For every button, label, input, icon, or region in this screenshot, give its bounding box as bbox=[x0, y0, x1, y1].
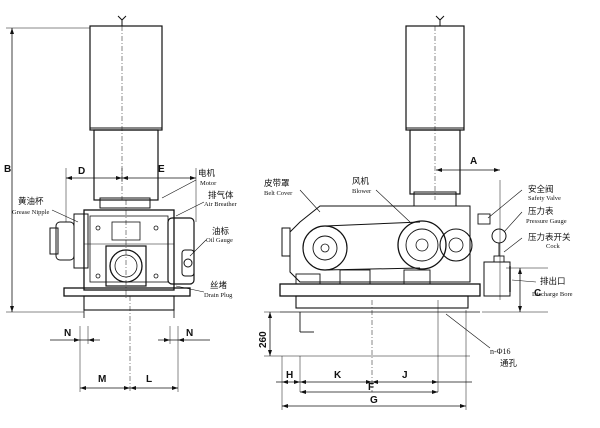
dim-label-b: B bbox=[4, 164, 11, 175]
dim-label-n-right: N bbox=[186, 328, 193, 339]
dimension-m-l: M L bbox=[80, 374, 178, 390]
label-breather-en: Air Breather bbox=[204, 201, 238, 208]
dim-label-j: J bbox=[402, 370, 408, 381]
dimension-n: N N bbox=[50, 326, 210, 392]
side-view: A C 260 H K J bbox=[258, 15, 573, 410]
dim-label-d: D bbox=[78, 166, 85, 177]
label-motor-en: Motor bbox=[200, 180, 217, 187]
dimension-a: A bbox=[436, 156, 500, 172]
label-blower-cn: 风机 bbox=[352, 176, 370, 187]
side-motor bbox=[405, 15, 465, 207]
label-safety-cn: 安全阀 bbox=[528, 184, 554, 195]
label-grease-en: Grease Nipple bbox=[12, 209, 49, 216]
dim-label-n-left: N bbox=[64, 328, 71, 339]
front-base bbox=[63, 287, 191, 392]
side-callouts: 皮带罩 Belt Cover 风机 Blower 安全阀 Safety Valv… bbox=[264, 176, 573, 369]
blower-front bbox=[49, 200, 195, 300]
dim-label-h: H bbox=[286, 370, 293, 381]
label-oilgauge-cn: 油标 bbox=[212, 226, 230, 237]
dimension-b: B bbox=[4, 27, 90, 313]
label-discharge-en: Discharge Bore bbox=[532, 291, 573, 298]
safety-valve-assembly bbox=[477, 180, 511, 300]
front-view: B D E N N M L bbox=[4, 15, 238, 392]
belt-drive bbox=[281, 205, 473, 283]
label-grease-cn: 黄油杯 bbox=[18, 196, 44, 207]
dim-label-k: K bbox=[334, 370, 342, 381]
label-cock-en: Cock bbox=[546, 243, 560, 250]
label-breather-cn: 排气体 bbox=[208, 190, 234, 201]
label-safety-en: Safety Valve bbox=[528, 195, 561, 202]
label-holes-line1: n-Φ16 bbox=[490, 347, 511, 356]
label-pgauge-en: Pressure Gauge bbox=[526, 218, 567, 225]
dimension-c: C bbox=[482, 267, 548, 313]
label-beltcover-cn: 皮带罩 bbox=[264, 178, 290, 189]
dim-label-a: A bbox=[470, 156, 477, 167]
dim-label-m: M bbox=[98, 374, 106, 385]
label-cock-cn: 压力表开关 bbox=[528, 232, 571, 243]
side-base bbox=[279, 269, 481, 333]
label-beltcover-en: Belt Cover bbox=[264, 190, 293, 197]
label-motor-cn: 电机 bbox=[198, 168, 216, 179]
dim-label-c: C bbox=[534, 288, 541, 299]
dimension-260: 260 bbox=[258, 311, 470, 357]
label-holes-line2: 通孔 bbox=[500, 358, 518, 369]
label-drain-cn: 丝堵 bbox=[210, 280, 228, 291]
dimensions-bottom: H K J F G bbox=[276, 300, 472, 410]
label-drain-en: Drain Plug bbox=[204, 292, 233, 299]
front-callouts: 黄油杯 Grease Nipple 电机 Motor 排气体 Air Breat… bbox=[12, 168, 238, 299]
label-discharge-cn: 排出口 bbox=[540, 276, 566, 287]
dim-label-260: 260 bbox=[258, 331, 269, 348]
dim-label-l: L bbox=[146, 374, 152, 385]
label-pgauge-cn: 压力表 bbox=[528, 206, 554, 217]
dim-label-g: G bbox=[370, 395, 378, 406]
dim-label-e: E bbox=[158, 164, 165, 175]
dimension-d-e: D E bbox=[65, 164, 197, 222]
dim-label-f: F bbox=[368, 382, 374, 393]
label-blower-en: Blower bbox=[352, 188, 372, 195]
label-oilgauge-en: Oil Gauge bbox=[206, 237, 233, 244]
